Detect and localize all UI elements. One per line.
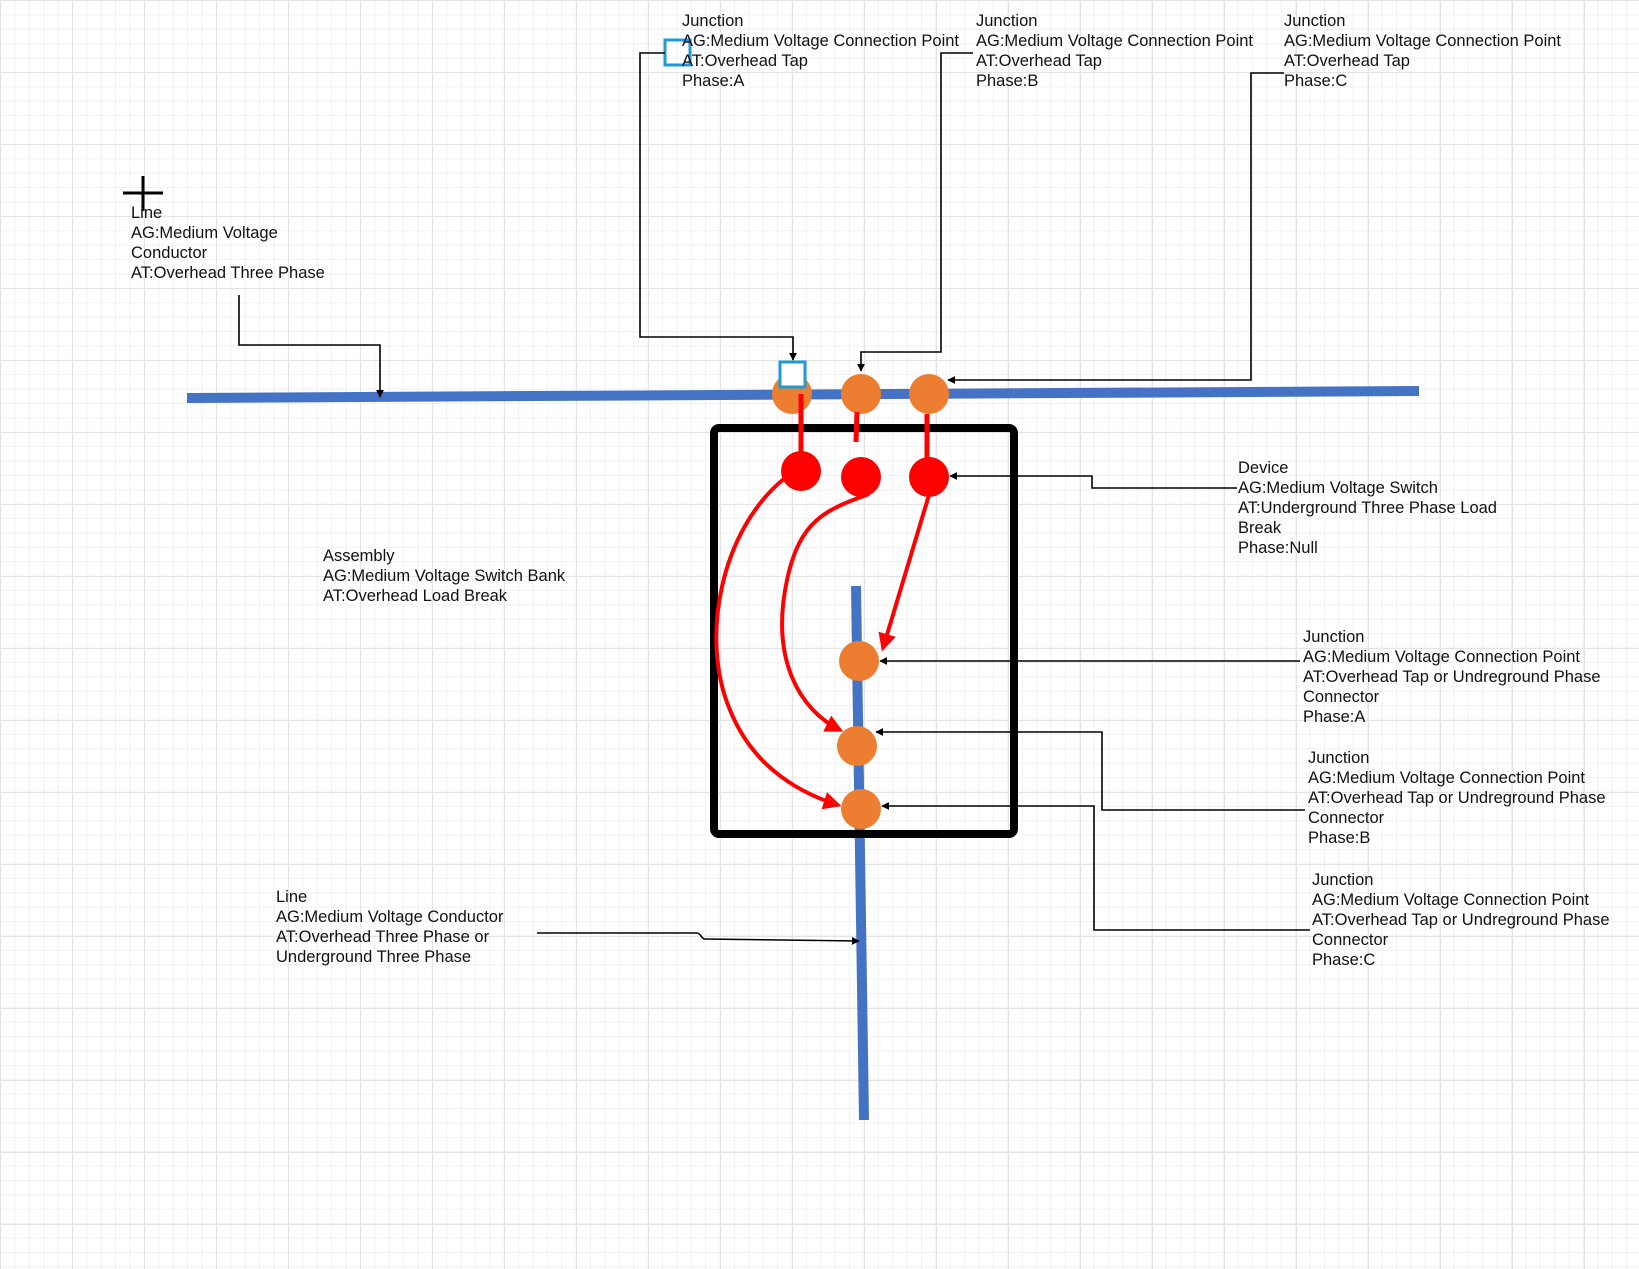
- junction-b-bottom[interactable]: [837, 726, 877, 766]
- device-c[interactable]: [909, 457, 949, 497]
- device-label: Device AG:Medium Voltage Switch AT:Under…: [1238, 459, 1497, 557]
- assembly-box[interactable]: [710, 424, 1018, 838]
- device-annotation: [949, 472, 1237, 489]
- junction-c-top[interactable]: [909, 374, 949, 414]
- phase-a-connector: [714, 476, 842, 810]
- junction-b-top-label: Junction AG:Medium Voltage Connection Po…: [976, 12, 1253, 90]
- junction-c-top-label: Junction AG:Medium Voltage Connection Po…: [1284, 12, 1561, 90]
- junction-b-top[interactable]: [841, 374, 881, 414]
- junction-c-bottom-annotation: [881, 802, 1310, 931]
- crosshair-cursor-icon: [123, 176, 163, 211]
- junction-b-top-annotation: [857, 52, 973, 372]
- junction-a-bottom[interactable]: [839, 641, 879, 681]
- device-b[interactable]: [841, 457, 881, 497]
- selection-handle[interactable]: [778, 360, 807, 389]
- line-bottom-annotation: [537, 932, 860, 945]
- line-bottom-label: Line AG:Medium Voltage Conductor AT:Over…: [276, 888, 504, 966]
- device-a[interactable]: [781, 451, 821, 491]
- junction-c-top-annotation: [947, 72, 1284, 384]
- junction-c-bottom-label: Junction AG:Medium Voltage Connection Po…: [1312, 871, 1610, 969]
- stub-b: [853, 411, 860, 443]
- line-top-label: Line AG:Medium Voltage Conductor AT:Over…: [131, 204, 325, 282]
- junction-c-bottom[interactable]: [841, 789, 881, 829]
- phase-b-connector: [780, 492, 870, 732]
- junction-a-top-annotation: [639, 52, 797, 361]
- assembly-label: Assembly AG:Medium Voltage Switch Bank A…: [323, 547, 566, 605]
- phase-c-connector: [878, 494, 931, 652]
- junction-a-bottom-label: Junction AG:Medium Voltage Connection Po…: [1303, 628, 1601, 726]
- junction-b-bottom-annotation: [875, 728, 1305, 811]
- junction-b-bottom-label: Junction AG:Medium Voltage Connection Po…: [1308, 749, 1606, 847]
- line-top-annotation: [238, 295, 384, 398]
- junction-a-top-label: Junction AG:Medium Voltage Connection Po…: [682, 12, 959, 90]
